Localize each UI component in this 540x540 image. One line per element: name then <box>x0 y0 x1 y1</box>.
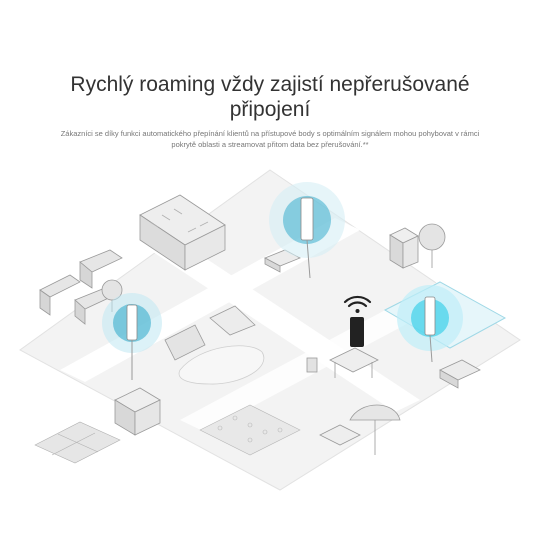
bench-right <box>439 359 481 389</box>
boxes-right <box>389 227 419 269</box>
page-title: Rychlý roaming vždy zajistí nepřerušovan… <box>0 72 540 122</box>
title-line-2: připojení <box>229 98 311 121</box>
floor-tiles <box>34 421 121 464</box>
access-point-center <box>269 182 345 279</box>
plaza-blob <box>178 345 265 385</box>
umbrella-table <box>319 404 401 455</box>
page-description: Zákazníci se díky funkci automatického p… <box>60 129 480 149</box>
office-building <box>139 194 226 271</box>
kiosk <box>114 387 161 436</box>
smartphone-icon <box>350 317 364 347</box>
skate-ramps <box>164 305 256 361</box>
access-point-left <box>102 293 162 380</box>
trash-bin <box>306 357 318 373</box>
fountain-grid <box>199 404 301 456</box>
access-point-right <box>397 285 463 363</box>
tree-right <box>418 223 446 268</box>
picnic-table <box>329 347 379 378</box>
wifi-signal-icon <box>343 295 372 313</box>
title-line-1: Rychlý roaming vždy zajistí nepřerušovan… <box>70 73 470 96</box>
